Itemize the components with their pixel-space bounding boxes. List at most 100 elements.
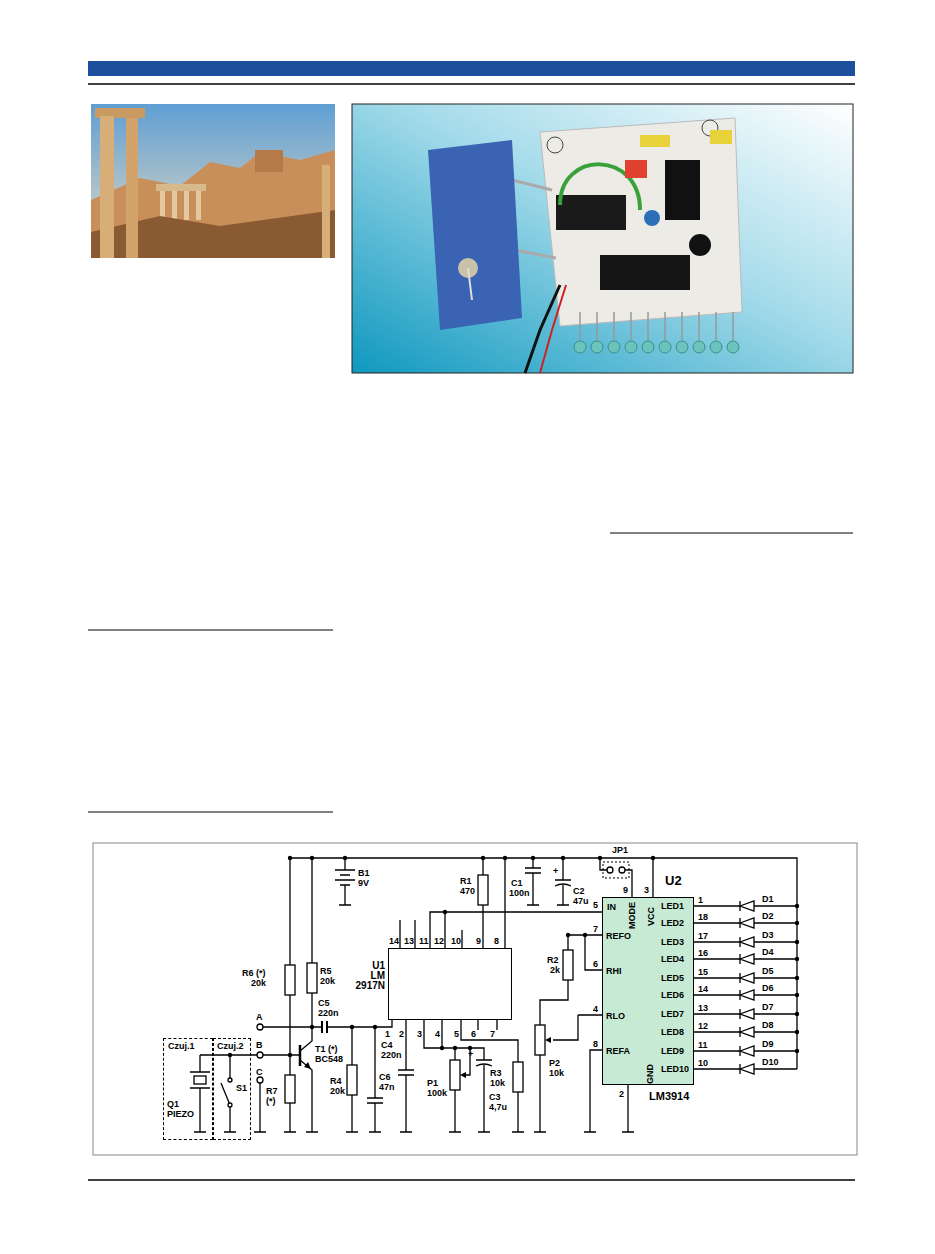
schematic-marks-shape <box>583 933 587 937</box>
schematic-wires-shape <box>740 1064 754 1074</box>
part-label: 7 <box>490 1029 495 1039</box>
part-label: 13 <box>404 936 414 946</box>
terminals-shape <box>228 1078 232 1082</box>
pcb-photo-shape <box>665 160 700 220</box>
node-text: LED3 <box>661 937 684 947</box>
schematic-marks-shape <box>481 856 485 860</box>
pcb-photo-shape <box>710 130 732 144</box>
schematic-marks-shape <box>373 1025 377 1029</box>
pcb-photo-shape <box>540 118 742 326</box>
part-label: 11 <box>419 936 429 946</box>
pcb-photo-shape-shape <box>710 341 722 353</box>
part-label: 13 <box>698 1003 708 1013</box>
part-label: 9 <box>623 885 628 895</box>
schematic-wires-shape <box>740 990 754 1000</box>
node-text: LED10 <box>661 1064 689 1074</box>
node-text: LED4 <box>661 954 684 964</box>
pcb-photo-shape-shape <box>659 341 671 353</box>
schematic-marks-shape <box>453 1046 457 1050</box>
node-text: MODE <box>627 902 637 929</box>
part-label: 8 <box>494 936 499 946</box>
pcb-photo-shape-shape <box>625 341 637 353</box>
part-label: C1 <box>511 878 523 888</box>
schematic-marks-shape <box>288 856 292 860</box>
schematic-wires-shape <box>553 1015 602 1040</box>
part-label: 10 <box>451 936 461 946</box>
part-label: 7 <box>593 924 598 934</box>
schematic-wires-shape <box>627 1085 628 1132</box>
schematic-wires-shape <box>652 858 653 897</box>
pcb-photo-shape-shape <box>664 312 666 340</box>
part-label: R6 (*) <box>242 968 266 978</box>
schematic-marks-shape <box>545 1037 551 1043</box>
schematic-marks-shape <box>440 1046 444 1050</box>
pcb-photo-shape <box>640 135 670 147</box>
part-label: 6 <box>471 1029 476 1039</box>
terminals-shape <box>607 867 613 873</box>
schematic-wires-shape <box>290 858 797 1069</box>
part-label: R5 <box>320 966 332 976</box>
schematic-wires-shape <box>535 1025 545 1055</box>
schematic-marks-shape <box>795 976 799 980</box>
part-label: 14 <box>698 984 708 994</box>
rome-photo-shape <box>126 118 138 258</box>
schematic-marks-shape <box>228 1053 232 1057</box>
schematic-marks-shape <box>343 856 347 860</box>
schematic-wires-shape <box>441 1020 442 1048</box>
schematic-wires-shape <box>478 875 488 905</box>
part-label: 5 <box>593 900 598 910</box>
page-rules-shape <box>88 812 333 813</box>
part-label: (*) <box>266 1096 276 1106</box>
schematic-wires-shape <box>513 1062 523 1092</box>
schematic-marks-shape <box>651 856 655 860</box>
part-label: C2 <box>573 886 585 896</box>
part-label: 12 <box>698 1021 708 1031</box>
schematic-wires-shape <box>307 963 317 993</box>
part-label: C6 <box>379 1072 391 1082</box>
pcb-photo-shape-shape <box>732 312 734 340</box>
node-text: Czuj.1 <box>168 1041 195 1051</box>
part-label: 4 <box>593 1004 598 1014</box>
schematic-wires-shape <box>300 1027 312 1132</box>
part-label: 1 <box>698 895 703 905</box>
schematic-wires-shape <box>221 1055 230 1132</box>
schematic-wires-shape <box>461 1020 518 1132</box>
pcb-photo-shape-shape <box>596 312 598 340</box>
part-label: A <box>256 1012 263 1022</box>
pcb-photo-shape-shape <box>681 312 683 340</box>
part-label: 16 <box>698 948 708 958</box>
rome-photo-shape <box>156 184 206 191</box>
part-label: 100k <box>427 1088 447 1098</box>
schematic-wires-shape <box>740 1027 754 1037</box>
terminals-shape <box>257 1024 263 1030</box>
sensor-box: Czuj.2S1 <box>213 1038 251 1140</box>
schematic-wires-shape <box>603 862 629 878</box>
schematic-marks-shape <box>795 993 799 997</box>
schematic-marks-shape <box>350 1025 354 1029</box>
schematic-wires-shape <box>740 973 754 983</box>
part-label: C5 <box>318 998 330 1008</box>
pcb-photo-shape <box>540 285 566 373</box>
part-label: B <box>256 1040 263 1050</box>
part-label: 47n <box>379 1082 395 1092</box>
signal-wire <box>445 912 602 948</box>
pcb-photo-shape <box>515 250 556 258</box>
node-text: LED2 <box>661 918 684 928</box>
schematic-marks-shape <box>795 921 799 925</box>
schematic-marks-shape <box>561 856 565 860</box>
part-label: 9V <box>358 878 369 888</box>
pcb-photo-shape-shape <box>727 341 739 353</box>
pcb-photo-shape-shape <box>642 341 654 353</box>
pcb-photo-shape-shape <box>676 341 688 353</box>
schematic-wires-shape <box>450 1060 460 1090</box>
rome-photo-shape <box>255 150 283 172</box>
schematic-wires <box>190 858 797 1132</box>
part-label: C3 <box>489 1092 501 1102</box>
node-text: VCC <box>646 907 656 926</box>
part-label: 3 <box>417 1029 422 1039</box>
rome-photo-shape <box>184 190 189 220</box>
part-label: BC548 <box>315 1054 343 1064</box>
node-text: IN <box>607 902 616 912</box>
part-label: D8 <box>762 1020 774 1030</box>
schematic-wires-shape <box>740 1046 754 1056</box>
